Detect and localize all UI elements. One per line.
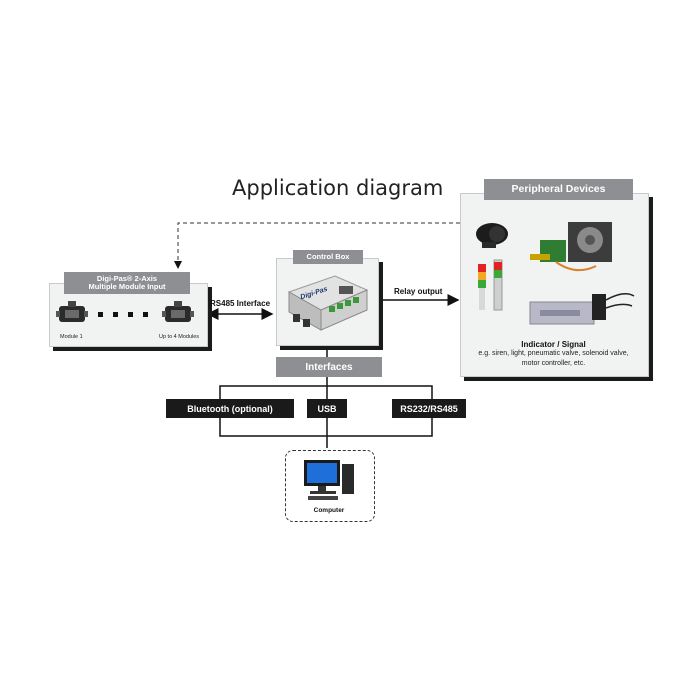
feedback-dashed-line	[174, 222, 460, 269]
modules-title-line2: Multiple Module Input	[88, 282, 166, 291]
interface-bluetooth: Bluetooth (optional)	[166, 399, 294, 418]
computer-icon	[304, 460, 354, 500]
module-1-icon	[56, 301, 88, 322]
signal-tower-icon	[478, 259, 503, 311]
peripheral-caption-title: Indicator / Signal	[521, 340, 586, 349]
control-box-device-icon	[287, 275, 369, 331]
solenoid-valve-icon	[529, 293, 635, 325]
siren-icon	[476, 223, 508, 248]
peripheral-caption-line2: motor controller, etc.	[521, 360, 586, 367]
rs485-label: RS485 Interface	[210, 299, 271, 308]
ellipsis-dots	[98, 312, 154, 318]
interface-rs232-rs485: RS232/RS485	[392, 399, 466, 418]
control-box-title: Control Box	[293, 250, 363, 264]
relay-label: Relay output	[394, 287, 443, 296]
module-1-label: Module 1	[60, 334, 83, 340]
computer-box	[285, 450, 375, 522]
interfaces-title: Interfaces	[276, 357, 382, 377]
peripheral-caption-line1: e.g. siren, light, pneumatic valve, sole…	[478, 350, 629, 357]
computer-label: Computer	[313, 507, 345, 514]
peripheral-title: Peripheral Devices	[484, 179, 633, 200]
page-title: Application diagram	[232, 176, 444, 200]
modules-title: Digi-Pas® 2-Axis Multiple Module Input	[64, 272, 190, 294]
module-n-icon	[162, 301, 194, 322]
module-n-label: Up to 4 Modules	[159, 334, 200, 340]
interface-usb: USB	[307, 399, 347, 418]
modules-title-line1: Digi-Pas® 2-Axis	[96, 273, 158, 283]
stepper-motor-icon	[530, 222, 612, 272]
